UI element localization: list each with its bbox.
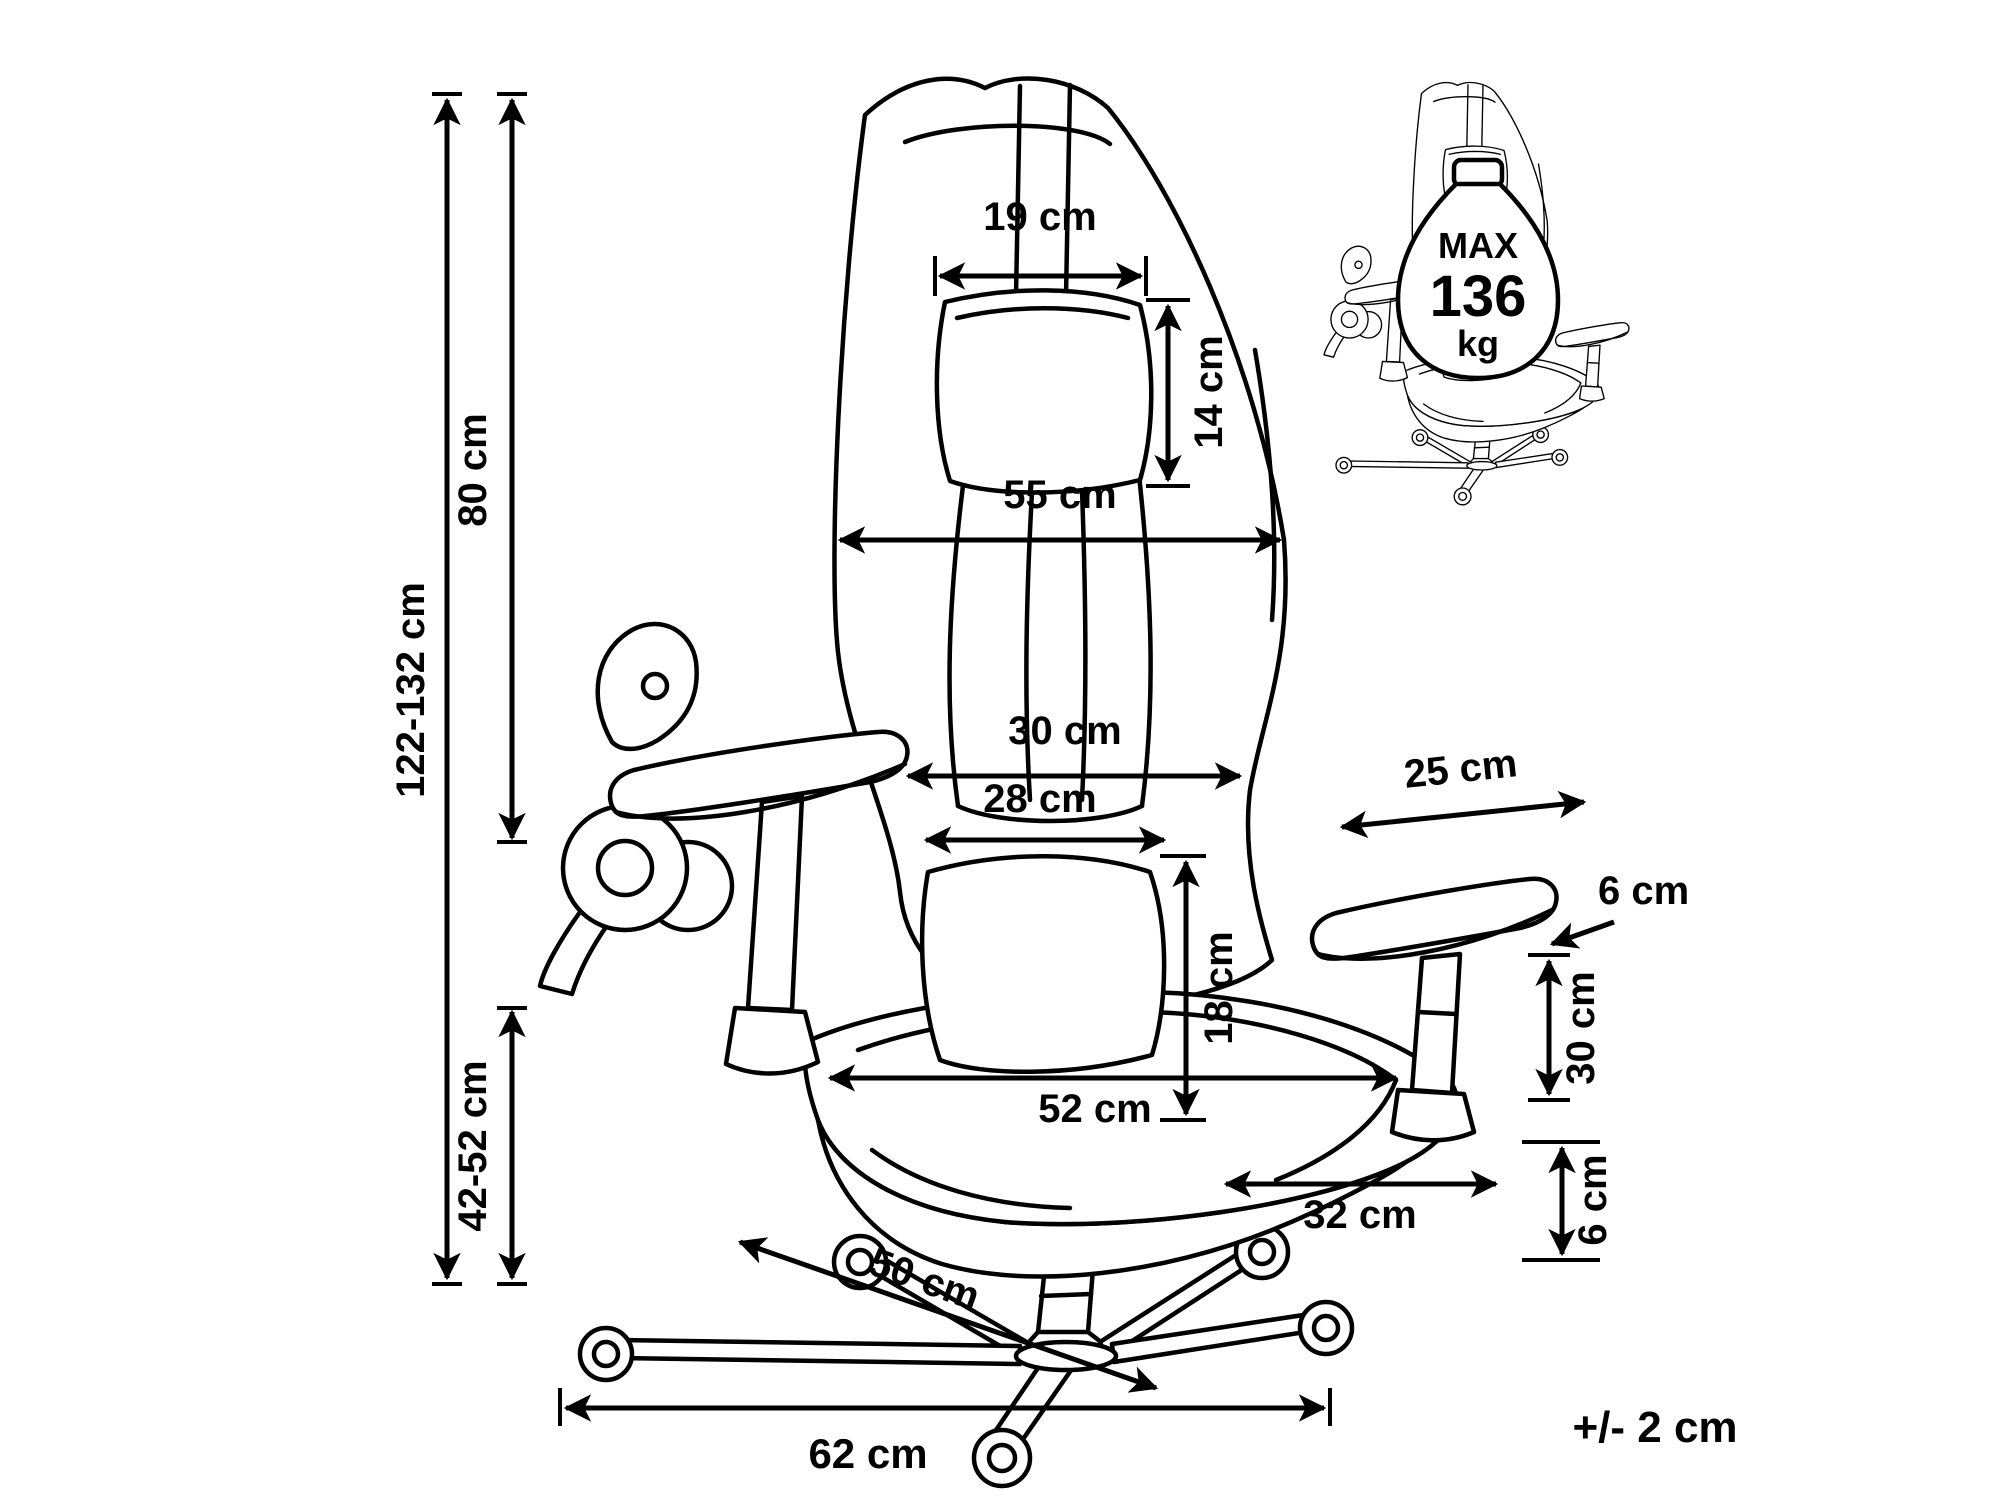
left-armrest [537, 621, 910, 1076]
dim-pillow-height-label: 14 cm [1187, 335, 1231, 448]
dim-seat-height-label: 42-52 cm [451, 1060, 495, 1231]
dim-armrest-height-label: 30 cm [1559, 971, 1603, 1084]
dim-seat-thickness: 6 cm [1522, 1140, 1615, 1262]
dim-armrest-pad-thickness: 6 cm [1549, 869, 1689, 949]
weight-unit: kg [1457, 323, 1499, 364]
dim-seat-width: 52 cm [827, 1064, 1399, 1131]
max-weight-icon: MAX 136 kg [1395, 157, 1561, 381]
weight-value: 136 [1430, 264, 1527, 329]
dim-backrest-height: 80 cm [451, 92, 527, 844]
dim-base-width: 62 cm [558, 1388, 1332, 1477]
headrest-pillow [934, 288, 1154, 495]
dim-base-width-label: 62 cm [808, 1430, 927, 1477]
dim-backrest-waist-width: 30 cm [905, 709, 1243, 790]
dim-pillow-width-label: 19 cm [983, 195, 1096, 239]
dim-pillow-width: 19 cm [933, 195, 1148, 296]
dim-backrest-width: 55 cm [837, 473, 1283, 554]
dim-seat-front-width-label: 32 cm [1303, 1193, 1416, 1237]
dimensions: 122-132 cm 80 cm 42-52 cm 19 cm [389, 92, 1689, 1477]
dim-armrest-height: 30 cm [1528, 953, 1603, 1102]
dim-armrest-length-label: 25 cm [1402, 741, 1519, 797]
right-armrest [1309, 876, 1559, 1143]
dim-total-height: 122-132 cm [389, 92, 462, 1286]
tolerance-note: +/- 2 cm [1572, 1403, 1737, 1452]
dim-lumbar-width: 28 cm [923, 777, 1167, 854]
dim-armrest-pad-thickness-label: 6 cm [1598, 869, 1689, 913]
dim-seat-height: 42-52 cm [451, 1006, 527, 1286]
dim-backrest-waist-width-label: 30 cm [1008, 709, 1121, 753]
dim-total-height-label: 122-132 cm [389, 582, 433, 798]
dim-lumbar-height-label: 18 cm [1197, 931, 1241, 1044]
lumbar-pillow [919, 854, 1167, 1075]
dim-backrest-width-label: 55 cm [1003, 473, 1116, 517]
dim-pillow-height: 14 cm [1146, 298, 1231, 488]
weight-max-label: MAX [1438, 225, 1518, 266]
dim-armrest-length: 25 cm [1339, 741, 1587, 839]
dim-seat-thickness-label: 6 cm [1571, 1154, 1615, 1245]
dim-seat-width-label: 52 cm [1038, 1087, 1151, 1131]
dim-seat-front-width: 32 cm [1223, 1170, 1499, 1237]
weight-body [1395, 181, 1561, 381]
dim-backrest-height-label: 80 cm [451, 413, 495, 526]
dim-lumbar-width-label: 28 cm [983, 777, 1096, 821]
